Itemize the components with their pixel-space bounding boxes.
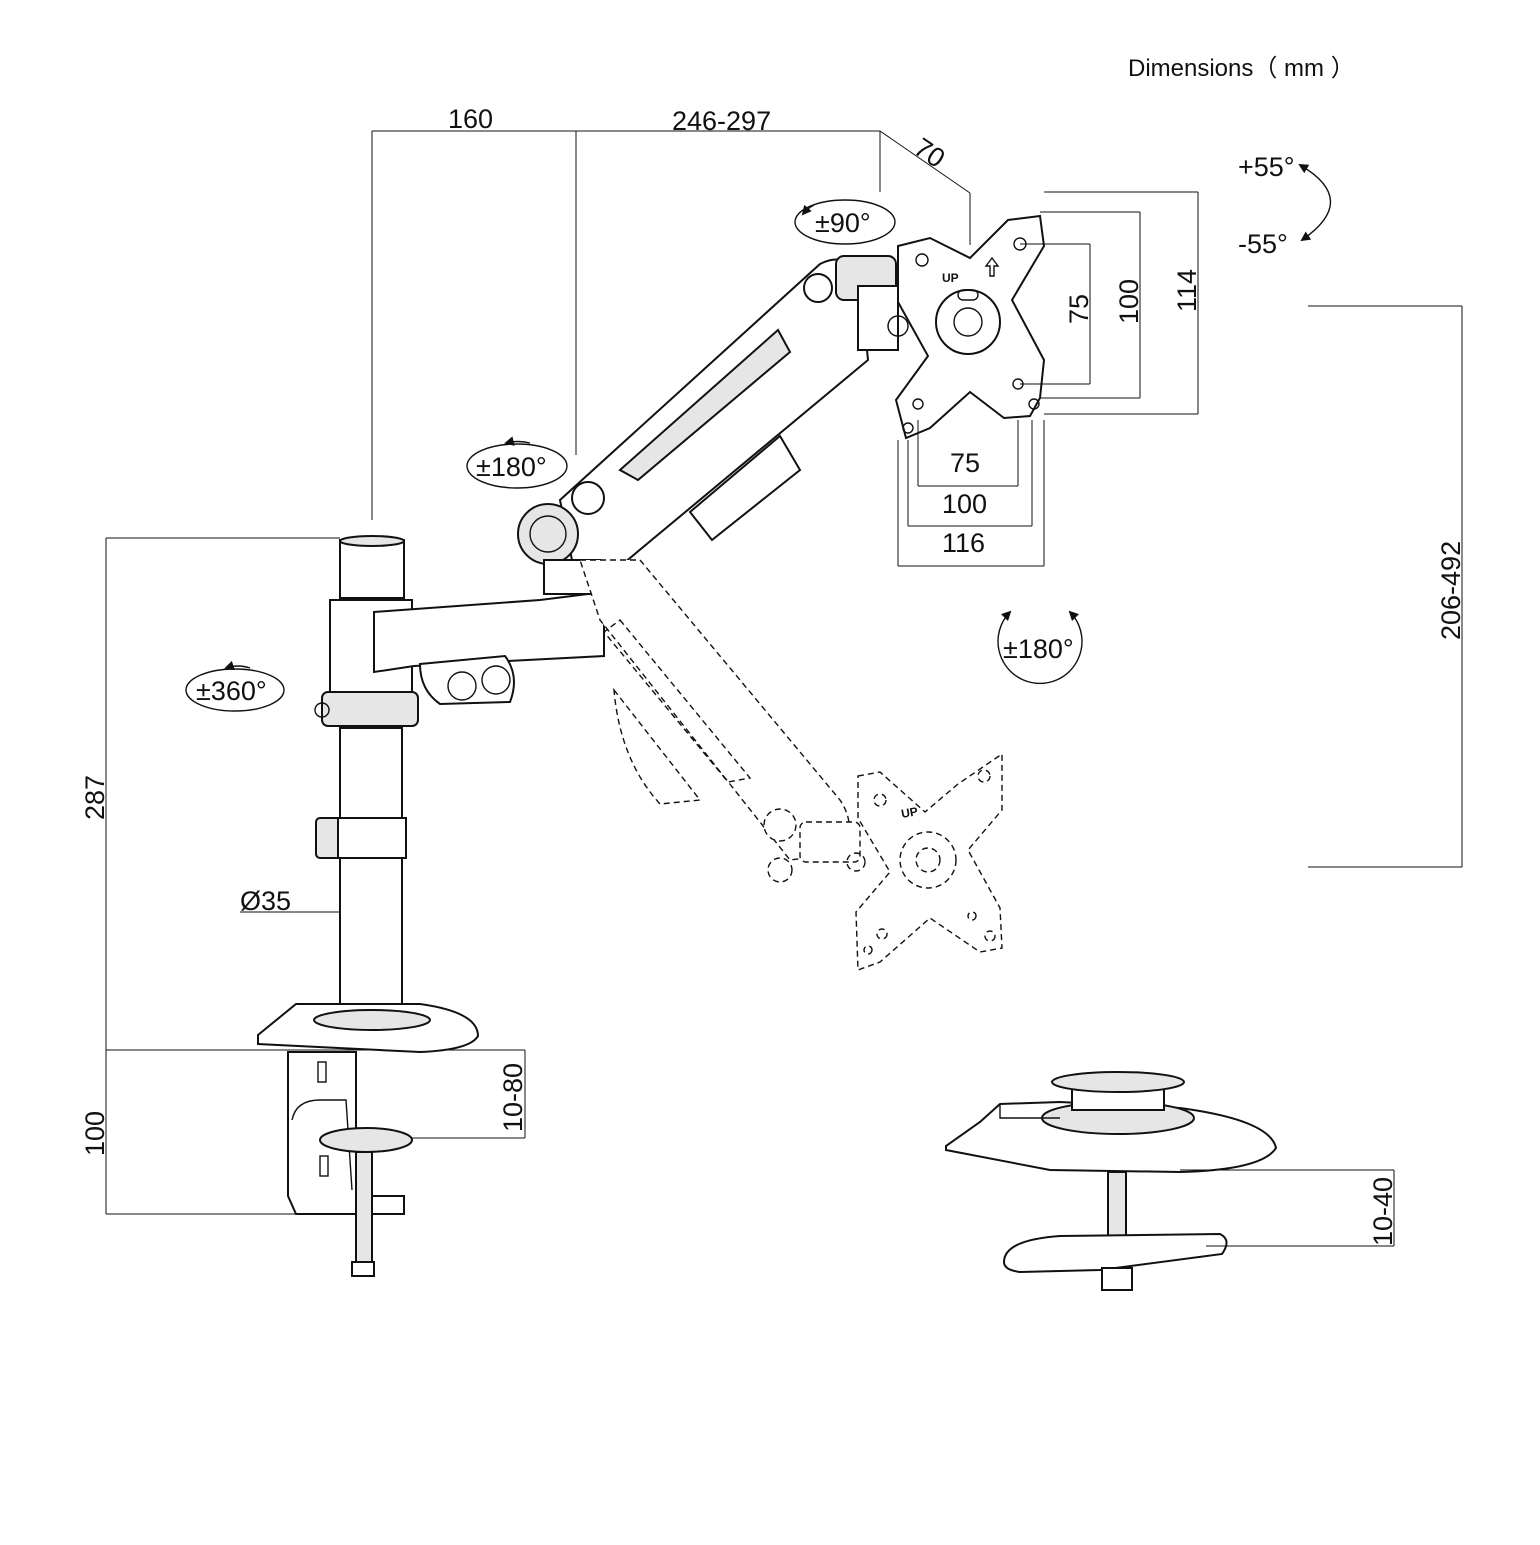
dim-vesa-h-75: 75 bbox=[950, 448, 980, 478]
dim-clamp-height: 100 bbox=[80, 1111, 110, 1156]
dim-grommet-desk-thickness: 10-40 bbox=[1368, 1177, 1398, 1246]
pole-swivel-label: ±360° bbox=[196, 676, 267, 706]
dim-vesa-v-100: 100 bbox=[1114, 279, 1144, 324]
dim-vesa-v-114: 114 bbox=[1172, 269, 1202, 312]
right-dimension-lines bbox=[1308, 305, 1463, 868]
dim-pole-diameter: Ø35 bbox=[240, 886, 291, 916]
dim-arm-base-reach: 160 bbox=[448, 104, 493, 134]
vesa-dimension-lines bbox=[897, 191, 1199, 567]
lower-arm bbox=[373, 590, 605, 706]
arm-swivel-annotation bbox=[466, 436, 568, 489]
lowered-arm-ghost bbox=[579, 559, 866, 883]
dim-vesa-h-116: 116 bbox=[942, 528, 985, 558]
dim-clamp-desk-thickness: 10-80 bbox=[498, 1063, 528, 1132]
rotation-annotation bbox=[997, 610, 1083, 685]
grommet-dimension-lines bbox=[1180, 1169, 1395, 1247]
units-label: Dimensions（ mm ） bbox=[1128, 55, 1355, 82]
head-swivel-label: ±90° bbox=[815, 208, 871, 238]
dim-height-range: 206-492 bbox=[1436, 541, 1466, 640]
rotation-label: ±180° bbox=[1003, 634, 1074, 664]
up-arrow-icon bbox=[984, 256, 1000, 277]
arm-swivel-label: ±180° bbox=[476, 452, 547, 482]
pole-swivel-annotation bbox=[185, 660, 285, 712]
curved-double-arrow-icon bbox=[1298, 164, 1332, 242]
tilt-annotation bbox=[1298, 164, 1332, 242]
dim-pole-height: 287 bbox=[80, 775, 110, 820]
head-swivel-annotation bbox=[794, 199, 896, 245]
tilt-down-label: -55° bbox=[1238, 229, 1288, 259]
vesa-plate bbox=[894, 214, 1046, 440]
plate-up-label: UP bbox=[942, 271, 959, 285]
dim-vesa-offset: 70 bbox=[909, 132, 951, 174]
grommet-mount bbox=[945, 1071, 1278, 1291]
dim-vesa-h-100: 100 bbox=[942, 489, 987, 519]
tilt-up-label: +55° bbox=[1238, 152, 1295, 182]
dim-vesa-v-75: 75 bbox=[1064, 294, 1094, 324]
upper-arm bbox=[517, 255, 909, 595]
dim-arm-extension: 246-297 bbox=[672, 106, 771, 136]
top-dimension-lines bbox=[371, 130, 971, 520]
rotate-arrows-icon bbox=[997, 610, 1083, 685]
lowered-vesa-plate-ghost bbox=[855, 752, 1003, 971]
ghost-plate-up-label: UP bbox=[900, 804, 919, 821]
